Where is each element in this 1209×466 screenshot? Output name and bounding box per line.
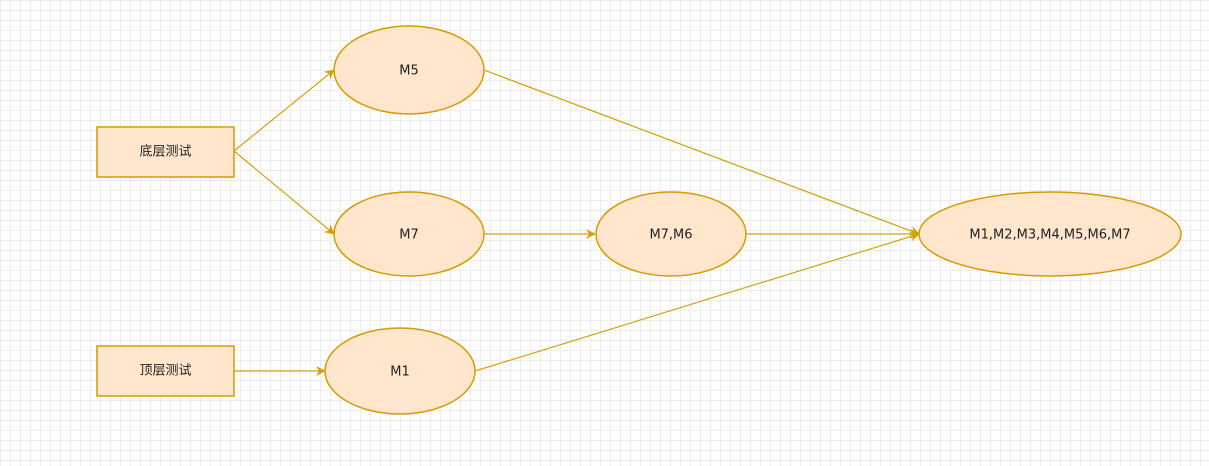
edge-bottom-test-to-m5 (233, 69, 335, 152)
node-m7-label: M7 (399, 228, 419, 243)
node-m1-label: M1 (390, 365, 410, 380)
nodes: 底层测试 顶层测试 M5 M7 M1 M7,M6 (96, 25, 1182, 415)
node-m5[interactable]: M5 (333, 25, 485, 115)
node-bottom-test-label: 底层测试 (139, 144, 191, 160)
node-all-modules-label: M1,M2,M3,M4,M5,M6,M7 (969, 228, 1130, 243)
edge-m1-to-all (474, 231, 920, 372)
node-m7[interactable]: M7 (333, 191, 485, 277)
edge-m5-to-all (483, 69, 920, 236)
node-top-test[interactable]: 顶层测试 (96, 345, 235, 397)
edge-bottom-test-to-m7 (233, 150, 335, 235)
node-bottom-test[interactable]: 底层测试 (96, 126, 235, 178)
edges (233, 69, 920, 376)
node-m7-m6-label: M7,M6 (649, 228, 692, 243)
node-top-test-label: 顶层测试 (139, 364, 191, 379)
node-all-modules[interactable]: M1,M2,M3,M4,M5,M6,M7 (918, 191, 1182, 277)
node-m7-m6[interactable]: M7,M6 (595, 191, 747, 277)
node-m5-label: M5 (399, 64, 419, 79)
node-m1[interactable]: M1 (324, 327, 476, 415)
